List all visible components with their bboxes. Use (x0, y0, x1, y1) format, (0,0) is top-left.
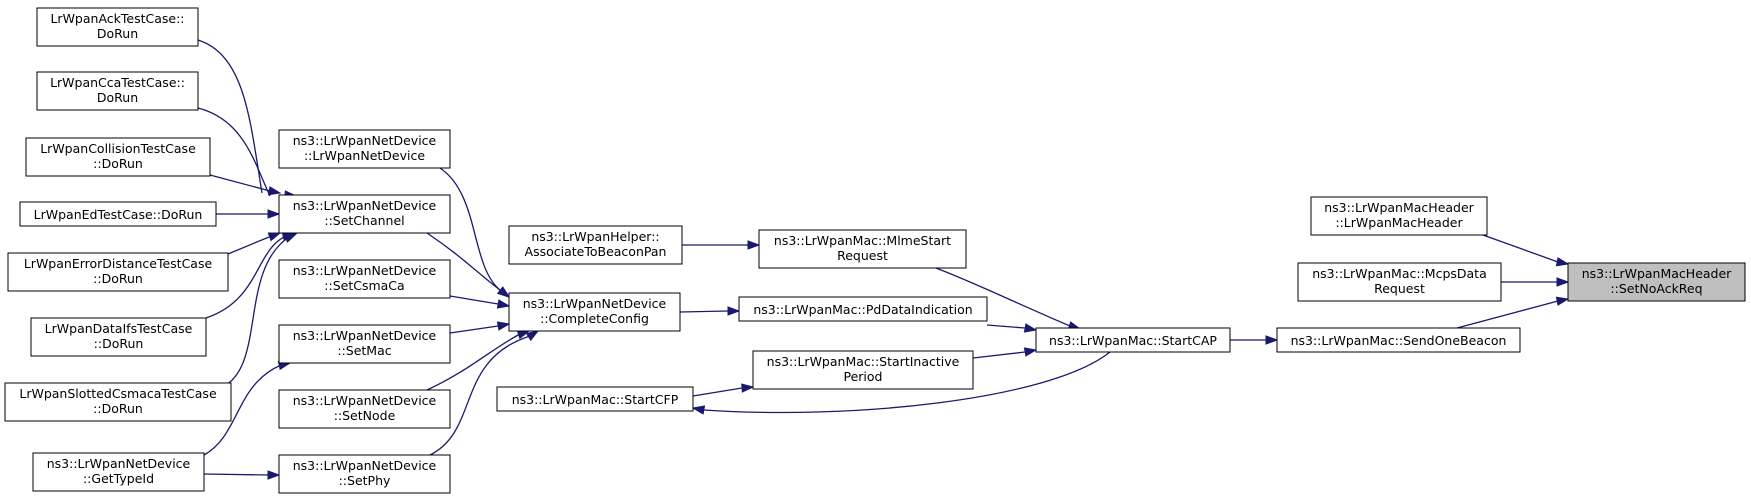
node-lrwpan-netdevice-gettypeid[interactable]: ns3::LrWpanNetDevice ::GetTypeId (32, 452, 205, 492)
svg-text:ns3::LrWpanNetDevice: ns3::LrWpanNetDevice (293, 263, 437, 278)
svg-text:LrWpanCollisionTestCase: LrWpanCollisionTestCase (40, 141, 196, 156)
node-lrwpan-netdevice-setnode[interactable]: ns3::LrWpanNetDevice ::SetNode (278, 389, 451, 429)
svg-text:ns3::LrWpanMacHeader: ns3::LrWpanMacHeader (1582, 266, 1732, 281)
node-lrwpan-mac-startcfp[interactable]: ns3::LrWpanMac::StartCFP (496, 386, 694, 412)
edge-collision-to-setchannel (209, 174, 282, 196)
svg-text:ns3::LrWpanMac::McpsData: ns3::LrWpanMac::McpsData (1312, 266, 1486, 281)
svg-text:Request: Request (837, 248, 888, 263)
svg-text:ns3::LrWpanMac::SendOneBeacon: ns3::LrWpanMac::SendOneBeacon (1291, 333, 1507, 348)
svg-text:ns3::LrWpanMac::StartCAP: ns3::LrWpanMac::StartCAP (1049, 333, 1217, 348)
node-lrwpan-collision-testcase-dorun[interactable]: LrWpanCollisionTestCase ::DoRun (25, 137, 211, 177)
svg-text:::SetNode: ::SetNode (334, 408, 396, 423)
edge-mcps-to-target (1501, 277, 1570, 287)
node-lrwpan-netdevice-setphy[interactable]: ns3::LrWpanNetDevice ::SetPhy (278, 454, 451, 494)
node-lrwpan-netdevice-setmac[interactable]: ns3::LrWpanNetDevice ::SetMac (278, 324, 451, 364)
node-lrwpan-mac-pddataindication[interactable]: ns3::LrWpanMac::PdDataIndication (738, 296, 988, 322)
edge-helper-to-mlme (682, 240, 761, 250)
node-lrwpan-data-ifs-testcase-dorun[interactable]: LrWpanDataIfsTestCase ::DoRun (30, 317, 207, 357)
svg-text:::SetChannel: ::SetChannel (324, 213, 404, 228)
svg-text:ns3::LrWpanMac::MlmeStart: ns3::LrWpanMac::MlmeStart (774, 233, 951, 248)
node-lrwpan-netdevice-setchannel[interactable]: ns3::LrWpanNetDevice ::SetChannel (278, 194, 451, 234)
svg-text:::SetPhy: ::SetPhy (339, 473, 391, 488)
node-lrwpan-macheader-setnoackreq[interactable]: ns3::LrWpanMacHeader ::SetNoAckReq (1567, 262, 1746, 302)
svg-text:::LrWpanNetDevice: ::LrWpanNetDevice (304, 148, 425, 163)
edge-errordist-to-setchannel (227, 232, 282, 255)
edge-startcap-to-sendonebeacon (1230, 335, 1279, 345)
node-lrwpan-mac-startcap[interactable]: ns3::LrWpanMac::StartCAP (1035, 327, 1231, 353)
node-lrwpan-mac-sendonebeacon[interactable]: ns3::LrWpanMac::SendOneBeacon (1276, 327, 1521, 353)
svg-text:LrWpanEdTestCase::DoRun: LrWpanEdTestCase::DoRun (34, 207, 203, 222)
edge-gettype-to-setphy (203, 470, 281, 480)
svg-text:ns3::LrWpanMac::PdDataIndicati: ns3::LrWpanMac::PdDataIndication (753, 302, 972, 317)
svg-text:::DoRun: ::DoRun (93, 401, 143, 416)
svg-text:ns3::LrWpanMac::StartInactive: ns3::LrWpanMac::StartInactive (767, 354, 960, 369)
svg-text:ns3::LrWpanNetDevice: ns3::LrWpanNetDevice (293, 393, 437, 408)
svg-text:ns3::LrWpanMac::StartCFP: ns3::LrWpanMac::StartCFP (512, 392, 679, 407)
svg-text:LrWpanErrorDistanceTestCase: LrWpanErrorDistanceTestCase (24, 256, 213, 271)
svg-text:Request: Request (1374, 281, 1425, 296)
node-lrwpan-ed-testcase-dorun[interactable]: LrWpanEdTestCase::DoRun (19, 201, 217, 227)
svg-text:AssociateToBeaconPan: AssociateToBeaconPan (525, 244, 667, 259)
edge-ed-to-setchannel (216, 209, 281, 219)
edge-hdrctor-to-target (1482, 234, 1570, 267)
svg-text:::GetTypeId: ::GetTypeId (83, 471, 154, 486)
svg-text:ns3::LrWpanMacHeader: ns3::LrWpanMacHeader (1324, 200, 1474, 215)
edge-pddata-to-startcap (986, 323, 1038, 333)
svg-text:ns3::LrWpanNetDevice: ns3::LrWpanNetDevice (293, 458, 437, 473)
edge-setcsma-to-completeconfig (449, 295, 511, 309)
node-lrwpan-mac-startinactive-period[interactable]: ns3::LrWpanMac::StartInactive Period (752, 350, 974, 390)
edge-setphy-to-completeconfig (429, 330, 540, 456)
svg-text:Period: Period (844, 369, 883, 384)
edge-completeconfig-to-pddata (679, 306, 741, 316)
node-lrwpan-netdevice-setcsmaca[interactable]: ns3::LrWpanNetDevice ::SetCsmaCa (278, 259, 451, 299)
svg-text:::DoRun: ::DoRun (93, 271, 143, 286)
svg-text:ns3::LrWpanHelper::: ns3::LrWpanHelper:: (531, 229, 659, 244)
svg-text:::DoRun: ::DoRun (94, 336, 144, 351)
svg-text:ns3::LrWpanNetDevice: ns3::LrWpanNetDevice (293, 328, 437, 343)
node-lrwpan-helper-associate-to-beacon-pan[interactable]: ns3::LrWpanHelper:: AssociateToBeaconPan (508, 225, 683, 265)
node-lrwpan-mac-mlmestart-request[interactable]: ns3::LrWpanMac::MlmeStart Request (758, 229, 967, 269)
node-lrwpan-slotted-csmaca-testcase-dorun[interactable]: LrWpanSlottedCsmacaTestCase ::DoRun (4, 382, 232, 422)
edge-setchannel-to-completeconfig (426, 232, 511, 298)
node-lrwpan-error-distance-testcase-dorun[interactable]: LrWpanErrorDistanceTestCase ::DoRun (7, 252, 229, 292)
edge-startcap-to-startcfp (691, 351, 1111, 415)
node-lrwpan-netdevice-constructor[interactable]: ns3::LrWpanNetDevice ::LrWpanNetDevice (278, 129, 451, 169)
svg-text:DoRun: DoRun (97, 26, 138, 41)
svg-text:::SetMac: ::SetMac (337, 343, 391, 358)
svg-text:ns3::LrWpanNetDevice: ns3::LrWpanNetDevice (47, 456, 191, 471)
edge-startcfp-to-inactive (692, 383, 755, 397)
edge-slotted-to-setchannel (225, 233, 298, 386)
node-lrwpan-ack-testcase-dorun[interactable]: LrWpanAckTestCase:: DoRun (36, 7, 199, 47)
node-lrwpan-mac-mcpsdata-request[interactable]: ns3::LrWpanMac::McpsData Request (1297, 262, 1502, 302)
node-lrwpan-cca-testcase-dorun[interactable]: LrWpanCcaTestCase:: DoRun (36, 71, 199, 111)
edge-setmac-to-completeconfig (449, 321, 511, 334)
node-lrwpan-netdevice-completeconfig[interactable]: ns3::LrWpanNetDevice ::CompleteConfig (508, 292, 681, 332)
svg-text:LrWpanCcaTestCase::: LrWpanCcaTestCase:: (50, 75, 185, 90)
svg-text:::SetNoAckReq: ::SetNoAckReq (1610, 281, 1702, 296)
svg-text:LrWpanDataIfsTestCase: LrWpanDataIfsTestCase (45, 321, 193, 336)
svg-text:LrWpanSlottedCsmacaTestCase: LrWpanSlottedCsmacaTestCase (19, 386, 217, 401)
svg-text:::SetCsmaCa: ::SetCsmaCa (324, 278, 404, 293)
svg-text:DoRun: DoRun (97, 90, 138, 105)
svg-text:ns3::LrWpanNetDevice: ns3::LrWpanNetDevice (293, 133, 437, 148)
node-lrwpan-macheader-constructor[interactable]: ns3::LrWpanMacHeader ::LrWpanMacHeader (1310, 196, 1488, 236)
svg-text:ns3::LrWpanNetDevice: ns3::LrWpanNetDevice (523, 296, 667, 311)
edge-inactive-to-startcap (972, 347, 1038, 359)
svg-text:::LrWpanMacHeader: ::LrWpanMacHeader (1335, 215, 1463, 230)
svg-text:LrWpanAckTestCase::: LrWpanAckTestCase:: (50, 11, 184, 26)
edge-sendonebeacon-to-target (1456, 296, 1570, 329)
edges (197, 39, 1570, 480)
svg-text:::DoRun: ::DoRun (93, 156, 143, 171)
svg-text:::CompleteConfig: ::CompleteConfig (540, 311, 649, 326)
svg-text:ns3::LrWpanNetDevice: ns3::LrWpanNetDevice (293, 198, 437, 213)
